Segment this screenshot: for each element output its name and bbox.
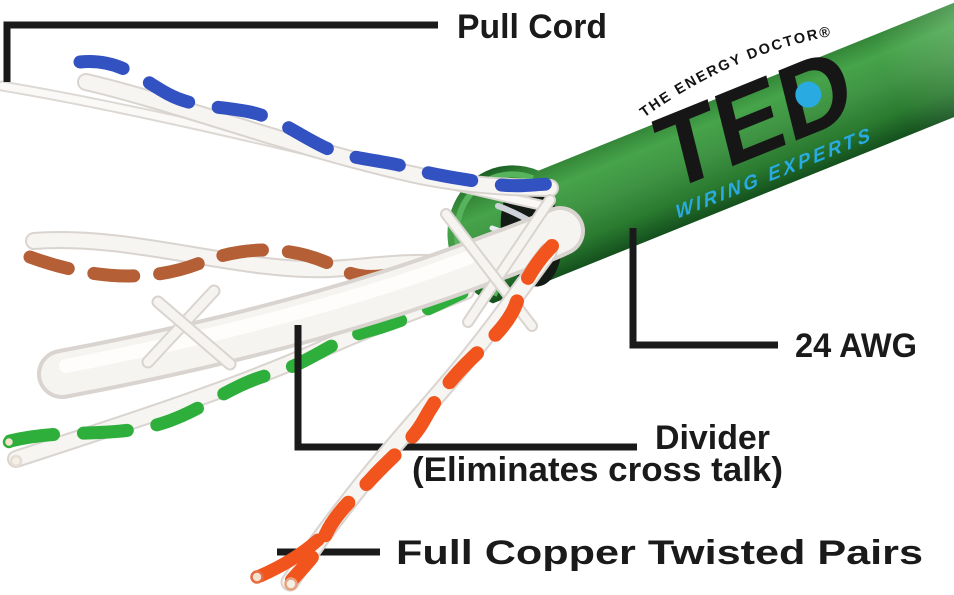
orange-pair-strand — [285, 239, 559, 587]
divider-label: Divider — [655, 419, 770, 457]
pairs-label: Full Copper Twisted Pairs — [396, 534, 923, 572]
pull-cord-label: Pull Cord — [457, 8, 607, 46]
orange-white-pair — [250, 239, 559, 592]
orange-pair-cut-end — [284, 577, 298, 591]
jacket-body — [447, 0, 954, 304]
awg-label: 24 AWG — [795, 327, 917, 365]
logo-d-dot — [795, 81, 822, 108]
brown-pair-white-core — [27, 232, 435, 277]
blue-pair-white-core — [79, 75, 557, 195]
blue-white-pair — [73, 55, 559, 197]
divider-fin — [153, 297, 235, 369]
orange-pair-strand-tip — [253, 533, 325, 583]
divider-sublabel: (Eliminates cross talk) — [412, 451, 783, 489]
divider-ribbon-highlight — [59, 251, 475, 373]
brown-white-pair — [23, 230, 437, 283]
divider-fin — [464, 196, 554, 326]
green-pair-strand — [3, 286, 469, 448]
green-pair-cut-end — [9, 454, 23, 468]
divider-spline — [37, 194, 585, 399]
awg-callout-line — [629, 228, 778, 349]
jacket-right-fade — [870, 0, 954, 136]
pull-cord-callout-line — [3, 21, 438, 82]
divider-callout-line — [294, 325, 637, 451]
green-pair-cut-end — [2, 435, 16, 449]
orange-pair-cut-end — [250, 570, 264, 584]
callouts: Pull Cord 24 AWG Divider (Eliminates cro… — [3, 8, 923, 572]
blue-pair-strand — [73, 55, 559, 193]
